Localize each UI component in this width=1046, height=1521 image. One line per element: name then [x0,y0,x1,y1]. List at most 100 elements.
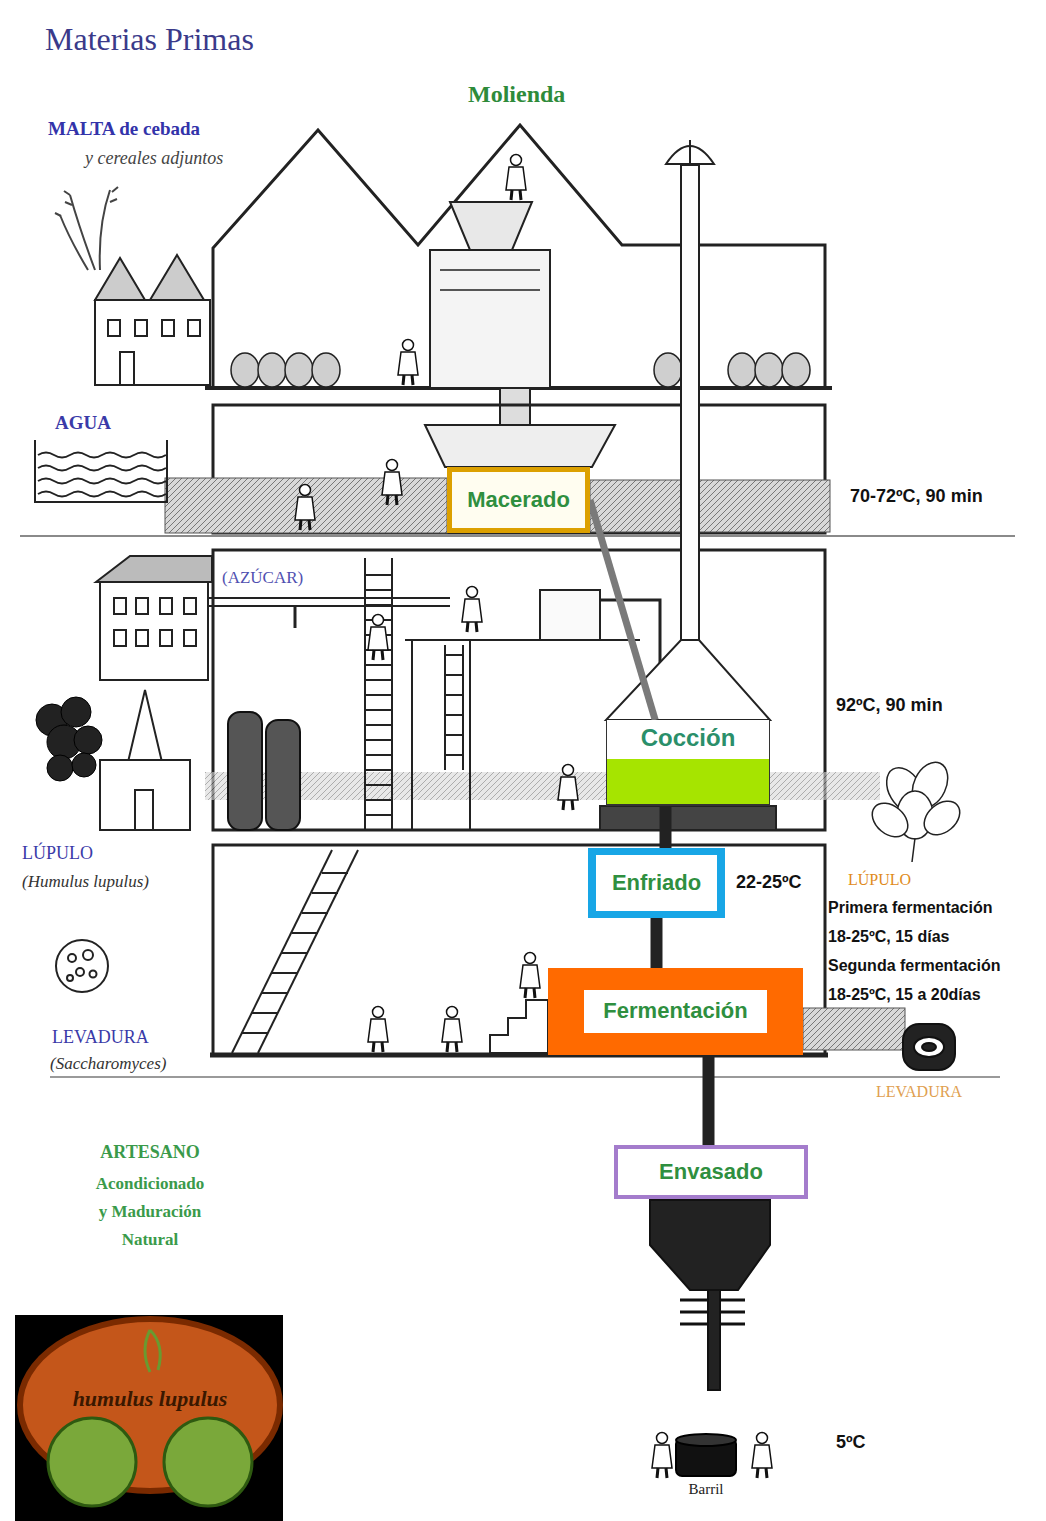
process-box: Enfriado [588,848,725,918]
sugar-factory [184,598,196,614]
water-tank [35,440,167,502]
workers [382,460,402,506]
workers [398,340,418,386]
label-text: AGUA [55,412,111,435]
floor-fermentation [213,845,825,1055]
filling-hopper [708,1290,720,1390]
label-text: 22-25ºC [736,872,802,894]
fermenter-steps [490,1000,548,1053]
hop-flower [866,756,967,862]
yeast-pipe [803,1008,905,1050]
mill-building [430,250,550,388]
petri-dish [68,954,76,962]
hop-plant [74,726,102,754]
brew-kettle [689,140,691,165]
filling-hopper [650,1200,770,1390]
malt-kiln [150,255,204,300]
process-label: Fermentación [603,998,747,1024]
water-tank [38,466,166,471]
pipe-connector [660,806,672,848]
malt-sacks [231,353,810,387]
hop-flower [912,838,915,862]
sugar-platform [540,590,600,640]
sugar-factory [136,598,148,614]
hop-sacks [228,712,300,830]
petri-dish [83,950,93,960]
brew-kettle [600,806,776,830]
process-box: Fermentación [548,968,803,1055]
barrel [676,1434,736,1476]
malt-kiln [120,352,134,385]
petri-dish [56,940,108,992]
hop-sacks [228,712,262,830]
staircase [242,873,348,1033]
hop-sacks [266,720,300,830]
sugar-factory [136,630,148,646]
water-tank [38,479,166,484]
staircase [232,850,358,1053]
barley-stalk [55,187,118,216]
barley-stalk [60,215,88,270]
hop-plant [61,697,91,727]
sugar-factory [184,630,196,646]
sugar-platform [411,640,413,830]
malt-sacks [258,353,286,387]
hop-plant [72,753,96,777]
brew-kettle [681,165,699,641]
water-tank [38,453,166,458]
ladder [365,575,392,815]
workers [652,1433,672,1479]
sugar-platform [462,645,464,770]
oast-house [135,790,153,830]
label-text: Molienda [468,80,565,109]
sugar-factory [160,630,172,646]
petri-dish [76,968,84,976]
mill-building [440,289,540,291]
title-text: Materias Primas [45,20,254,58]
staircase [232,850,332,1053]
sugar-factory [100,582,208,680]
sugar-factory [96,556,212,582]
process-box: Envasado [614,1145,808,1199]
sugar-pipe [205,605,450,607]
workers [462,587,482,633]
water-channel [165,478,447,533]
malt-kiln [95,258,145,300]
label-text: 92ºC, 90 min [836,695,943,717]
process-box: Cocción [606,720,770,806]
malt-kiln [95,255,210,385]
label-text: LÚPULO [848,870,911,889]
sugar-factory [160,598,172,614]
brew-kettle [606,640,770,720]
label-text: 18-25ºC, 15 días [828,927,949,946]
mash-hopper [425,425,615,467]
barrel [676,1434,736,1446]
pipe-connector [590,500,655,720]
label-text: MALTA de cebada [48,118,200,141]
fermenter-steps [490,1000,548,1053]
barley-stalk [55,187,118,270]
malt-kiln [95,300,210,385]
label-text: ARTESANO [75,1142,225,1164]
hop-flower [918,794,967,841]
workers [368,1007,388,1053]
label-text: humulus lupulus [25,1386,275,1412]
pipe-connector [651,918,663,968]
floor-fermentation [210,845,828,1055]
floor-divider [20,535,1015,537]
process-label: Enfriado [612,870,701,896]
workers [506,155,526,201]
workers [752,1433,772,1479]
label-text: y cereales adjuntos [85,148,223,170]
yeast-jar [914,1037,944,1057]
workers [295,485,315,531]
sugar-platform [445,655,463,755]
yeast-jar [903,1024,955,1070]
malt-kiln [135,320,147,336]
label-text: Acondicionado y Maduración Natural [92,1170,208,1254]
workers [295,155,772,1479]
sugar-pipe [294,606,297,628]
floor-divider [50,1076,1000,1078]
